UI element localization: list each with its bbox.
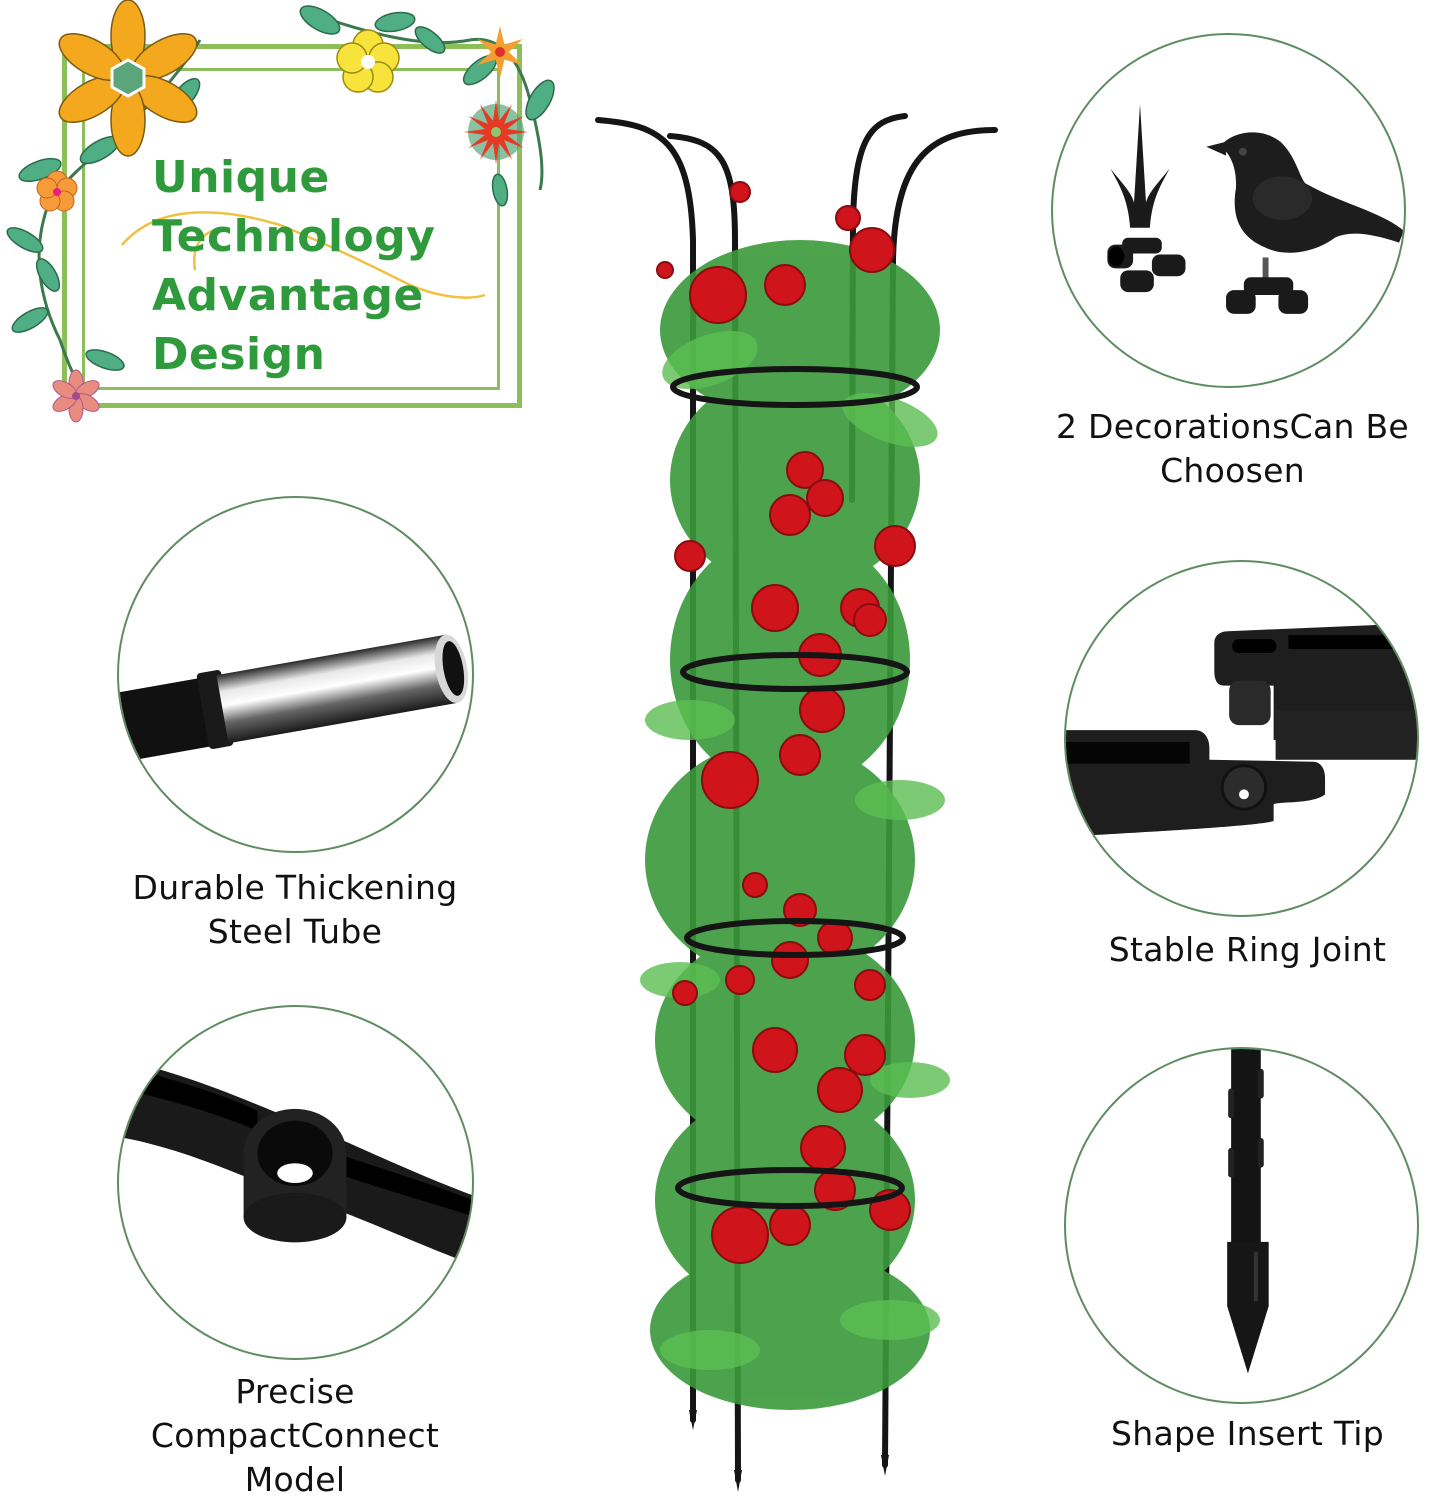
caption-line: Precise bbox=[235, 1372, 355, 1411]
caption-line: 2 DecorationsCan Be bbox=[1055, 407, 1410, 446]
title-line: Unique bbox=[152, 152, 330, 203]
feature-caption: Precise CompactConnect Model bbox=[90, 1370, 500, 1502]
caption-line: Model bbox=[244, 1460, 346, 1499]
title-heading: Unique Technology Advantage Design bbox=[152, 148, 435, 384]
title-line: Advantage bbox=[152, 270, 424, 321]
caption-line: Stable Ring Joint bbox=[1108, 930, 1387, 969]
caption-line: Shape Insert Tip bbox=[1110, 1414, 1385, 1453]
feature-caption: Stable Ring Joint bbox=[1050, 928, 1445, 972]
caption-line: Durable Thickening bbox=[132, 868, 458, 907]
frame-border-outer bbox=[62, 44, 522, 408]
caption-line: CompactConnect bbox=[150, 1416, 440, 1455]
feature-circle bbox=[117, 496, 474, 853]
title-line: Technology bbox=[152, 211, 436, 262]
caption-line: Choosen bbox=[1160, 451, 1305, 490]
floral-decoration-icon bbox=[6, 0, 555, 423]
feature-circle bbox=[117, 1005, 474, 1360]
bird-and-spike-finial-icon bbox=[1107, 104, 1404, 314]
ring-connector-icon bbox=[119, 1058, 472, 1265]
title-line: Design bbox=[152, 329, 326, 380]
feature-circle bbox=[1064, 1047, 1419, 1404]
ring-joint-icon bbox=[1066, 623, 1417, 837]
feature-caption: 2 DecorationsCan Be Choosen bbox=[1020, 405, 1445, 493]
frame-border-inner bbox=[82, 68, 500, 390]
product-trellis-image bbox=[576, 97, 1010, 1496]
stake-tip-icon bbox=[1227, 1049, 1269, 1374]
rose-trellis-tower-icon bbox=[576, 97, 998, 1492]
caption-line: Steel Tube bbox=[207, 912, 383, 951]
feature-caption: Shape Insert Tip bbox=[1050, 1412, 1445, 1456]
feature-caption: Durable Thickening Steel Tube bbox=[90, 866, 500, 954]
feature-circle bbox=[1064, 560, 1419, 917]
feature-circle bbox=[1051, 33, 1406, 388]
steel-tube-icon bbox=[119, 634, 469, 761]
